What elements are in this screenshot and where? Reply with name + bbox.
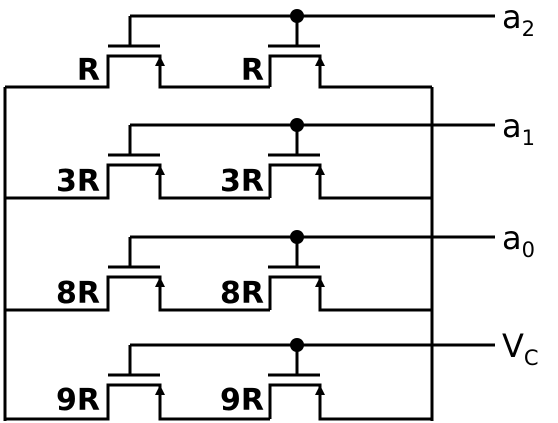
arrow-left-0 — [155, 56, 165, 66]
port-letter-3: V — [502, 327, 524, 365]
junction-dot-2 — [290, 230, 304, 244]
port-subscript-1: 1 — [522, 126, 535, 150]
left-resistor-label-1: 3R — [56, 164, 100, 199]
port-subscript-2: 0 — [522, 238, 535, 262]
port-label-3: VC — [502, 327, 539, 370]
stage-1: 3R 3R a1 — [5, 107, 535, 200]
right-resistor-label-2: 8R — [220, 276, 264, 311]
arrow-right-1 — [315, 165, 325, 175]
junction-dot-0 — [290, 9, 304, 23]
arrow-right-2 — [315, 277, 325, 287]
port-label-2: a0 — [502, 219, 535, 262]
left-resistor-label-3: 9R — [56, 383, 100, 418]
transistor-right-1 — [268, 163, 432, 200]
transistor-left-2 — [5, 275, 270, 312]
port-label-1: a1 — [502, 107, 535, 150]
junction-dot-3 — [290, 338, 304, 352]
transistor-right-2 — [268, 275, 432, 312]
port-letter-1: a — [502, 107, 522, 145]
left-resistor-label-2: 8R — [56, 276, 100, 311]
port-subscript-0: 2 — [522, 17, 535, 41]
transistor-right-0 — [268, 54, 432, 89]
stage-3: 9R 9R VC — [5, 327, 539, 421]
transistor-left-0 — [5, 54, 270, 89]
arrow-left-1 — [155, 165, 165, 175]
right-resistor-label-1: 3R — [220, 164, 264, 199]
port-letter-2: a — [502, 219, 522, 257]
transistor-left-3 — [5, 383, 270, 421]
transistor-left-1 — [5, 163, 270, 200]
left-resistor-label-0: R — [77, 53, 100, 88]
arrow-left-3 — [155, 385, 165, 395]
junction-dot-1 — [290, 118, 304, 132]
port-letter-0: a — [502, 0, 522, 36]
arrow-right-0 — [315, 56, 325, 66]
transistor-right-3 — [268, 383, 432, 421]
stage-2: 8R 8R a0 — [5, 219, 535, 312]
stage-0: R R a2 — [5, 0, 535, 89]
port-subscript-3: C — [524, 346, 539, 370]
arrow-right-3 — [315, 385, 325, 395]
right-resistor-label-3: 9R — [220, 383, 264, 418]
arrow-left-2 — [155, 277, 165, 287]
right-resistor-label-0: R — [241, 53, 264, 88]
port-label-0: a2 — [502, 0, 535, 41]
